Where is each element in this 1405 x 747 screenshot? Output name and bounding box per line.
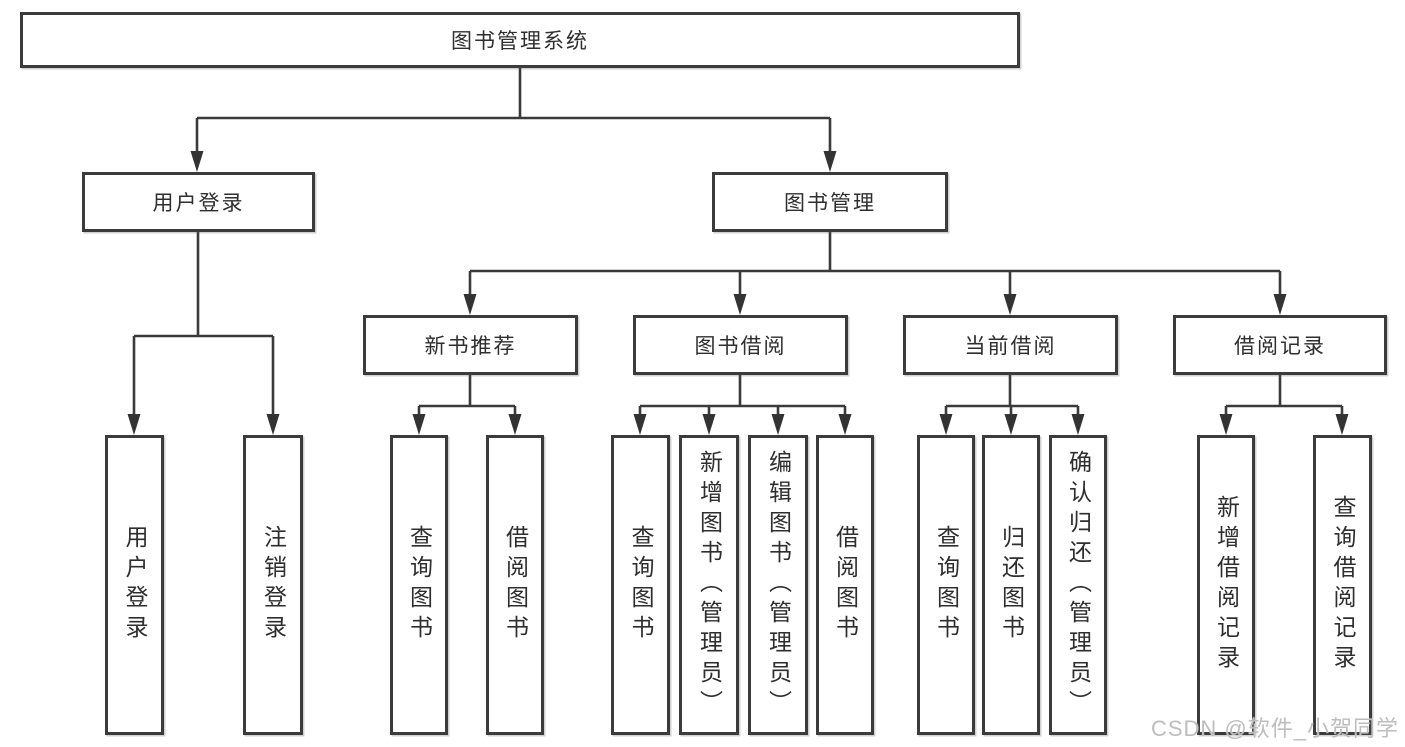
leaf-record-add: 新增借阅记录 [1197,435,1255,735]
node-root-label: 图书管理系统 [451,30,589,53]
leaf-user-login-label: 用户登录 [122,525,148,645]
csdn-watermark: CSDN @软件_小贺同学 [1150,716,1399,741]
node-root-library-system: 图书管理系统 [20,12,1020,68]
leaf-borrow-borrow-book: 借阅图书 [816,435,874,735]
node-current-borrow: 当前借阅 [903,315,1118,375]
leaf-logout: 注销登录 [243,435,303,735]
leaf-borrow-add-book: 新增图书（管理员） [679,435,739,735]
leaf-borrow-add-book-label: 新增图书（管理员） [696,450,723,720]
leaf-user-login: 用户登录 [105,435,164,735]
leaf-record-query-label: 查询借阅记录 [1330,495,1356,675]
leaf-newrec-borrow-book-label: 借阅图书 [502,525,529,645]
leaf-record-add-label: 新增借阅记录 [1213,495,1240,675]
leaf-current-confirm-return: 确认归还（管理员） [1049,435,1107,735]
leaf-borrow-query-book-label: 查询图书 [628,525,654,645]
node-borrow-record-label: 借阅记录 [1234,335,1326,358]
leaf-newrec-borrow-book: 借阅图书 [486,435,544,735]
leaf-current-confirm-return-label: 确认归还（管理员） [1065,450,1092,720]
leaf-borrow-edit-book-label: 编辑图书（管理员） [765,450,792,720]
leaf-current-query-book-label: 查询图书 [933,525,960,645]
node-user-login: 用户登录 [82,172,315,232]
node-book-borrow: 图书借阅 [633,315,848,375]
leaf-current-return-book-label: 归还图书 [998,525,1025,645]
leaf-logout-label: 注销登录 [260,525,287,645]
node-book-borrow-label: 图书借阅 [694,335,787,358]
node-book-management-label: 图书管理 [784,192,876,215]
node-book-management: 图书管理 [712,172,948,232]
leaf-newrec-query-book-label: 查询图书 [406,525,433,645]
leaf-newrec-query-book: 查询图书 [390,435,448,735]
leaf-borrow-query-book: 查询图书 [611,435,670,735]
leaf-current-query-book: 查询图书 [917,435,975,735]
leaf-borrow-edit-book: 编辑图书（管理员） [748,435,808,735]
node-borrow-record: 借阅记录 [1173,315,1387,375]
leaf-record-query: 查询借阅记录 [1313,435,1372,735]
leaf-borrow-borrow-book-label: 借阅图书 [832,525,859,645]
node-user-login-label: 用户登录 [152,192,245,215]
node-new-book-recommend-label: 新书推荐 [424,335,517,358]
node-new-book-recommend: 新书推荐 [363,315,578,375]
leaf-current-return-book: 归还图书 [982,435,1040,735]
node-current-borrow-label: 当前借阅 [964,335,1057,358]
